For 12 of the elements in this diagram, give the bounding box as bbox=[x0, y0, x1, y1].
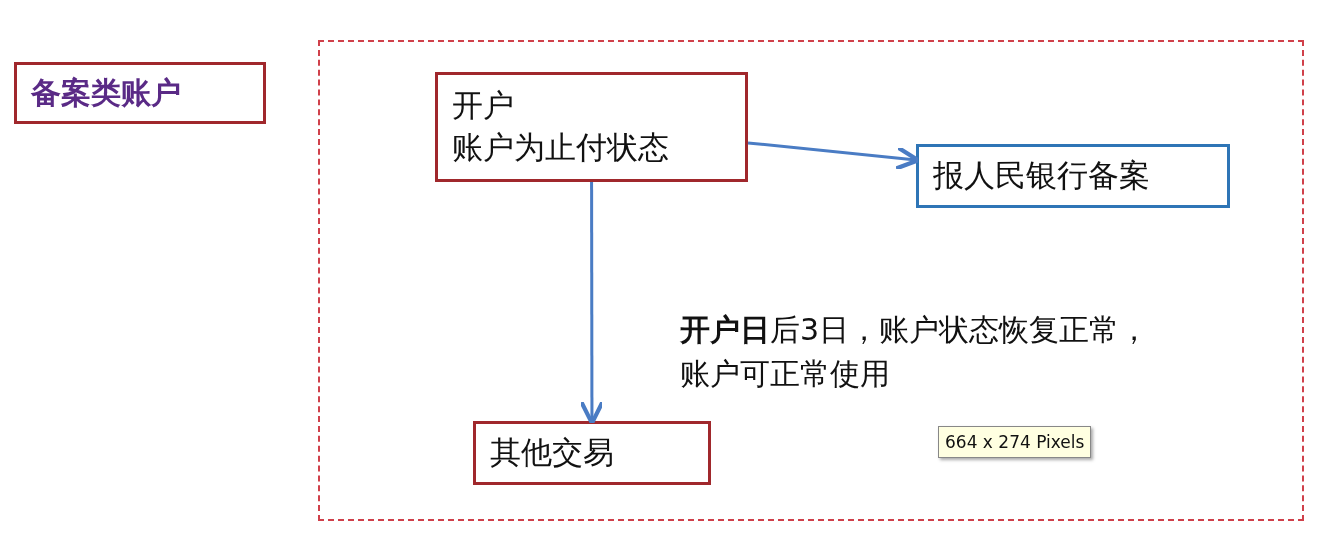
process-box bbox=[14, 62, 266, 124]
box-label: 备案类账户 bbox=[31, 73, 181, 112]
box-label: 其他交易 bbox=[490, 433, 614, 473]
dashed-group-frame bbox=[318, 40, 1304, 521]
tooltip: 664 x 274 Pixels bbox=[938, 426, 1092, 458]
process-box bbox=[916, 144, 1230, 208]
process-box bbox=[435, 72, 748, 182]
box-label: 开户 bbox=[452, 86, 514, 126]
box-label: 账户为止付状态 bbox=[452, 128, 669, 167]
box-label: 报人民银行备案 bbox=[933, 156, 1150, 196]
note-text: 开户日后3日，账户状态恢复正常，账户可正常使用 bbox=[680, 311, 1150, 393]
process-box bbox=[473, 421, 711, 485]
